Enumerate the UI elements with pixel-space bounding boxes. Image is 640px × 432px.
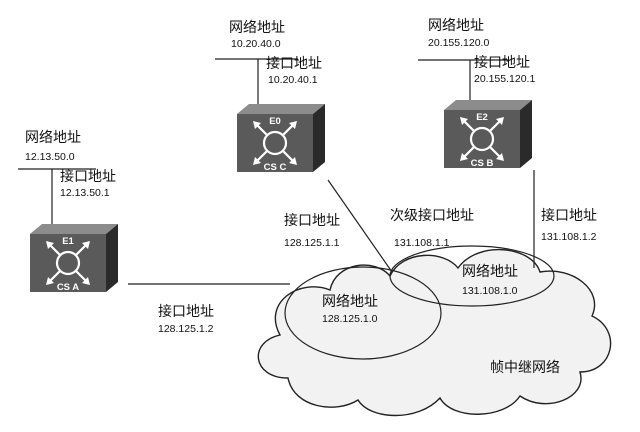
router-name-label: CS C [264, 162, 287, 173]
network-ellipse-131-108 [389, 245, 555, 307]
router-port-label: E1 [62, 236, 74, 247]
network-ellipse-128-125 [284, 266, 442, 360]
label-c-wan-interface-title: 接口地址 [284, 212, 340, 229]
label-b-wan-interface-addr: 131.108.1.2 [541, 231, 597, 243]
router-port-label: E2 [476, 112, 488, 123]
router-cs-c: E0 CS C [235, 102, 327, 174]
label-c-secondary-interface-addr: 131.108.1.1 [394, 237, 450, 249]
label-c-wan-interface-addr: 128.125.1.1 [284, 237, 340, 249]
router-name-label: CS B [471, 158, 494, 169]
label-a-interface-addr: 12.13.50.1 [60, 187, 110, 199]
label-c-network-addr: 10.20.40.0 [231, 38, 281, 50]
label-a-wan-interface-addr: 128.125.1.2 [158, 323, 214, 335]
frame-relay-cloud [257, 245, 612, 417]
router-name-label: CS A [57, 282, 79, 293]
label-a-wan-interface-title: 接口地址 [158, 303, 214, 320]
label-net-128-title: 网络地址 [322, 294, 378, 310]
label-b-network-addr: 20.155.120.0 [428, 37, 489, 49]
label-net-131-title: 网络地址 [462, 264, 518, 280]
label-b-interface-addr: 20.155.120.1 [474, 73, 535, 85]
label-frame-relay-network: 帧中继网络 [490, 360, 560, 376]
label-a-network-addr: 12.13.50.0 [25, 151, 75, 163]
label-b-interface-title: 接口地址 [474, 54, 530, 71]
label-c-secondary-interface-title: 次级接口地址 [390, 207, 474, 224]
link-cs-c-wan [327, 179, 393, 273]
label-c-interface-title: 接口地址 [266, 55, 322, 72]
label-b-network-title: 网络地址 [428, 18, 484, 34]
label-a-interface-title: 接口地址 [60, 168, 116, 185]
label-net-131-addr: 131.108.1.0 [462, 285, 518, 297]
links [18, 58, 535, 285]
label-b-wan-interface-title: 接口地址 [541, 207, 597, 224]
label-net-128-addr: 128.125.1.0 [322, 313, 378, 325]
router-cs-a: E1 CS A [28, 222, 120, 294]
router-cs-b: E2 CS B [442, 98, 534, 170]
label-c-interface-addr: 10.20.40.1 [268, 74, 318, 86]
label-c-network-title: 网络地址 [229, 20, 285, 36]
label-a-network-title: 网络地址 [25, 130, 81, 146]
router-port-label: E0 [269, 116, 281, 127]
